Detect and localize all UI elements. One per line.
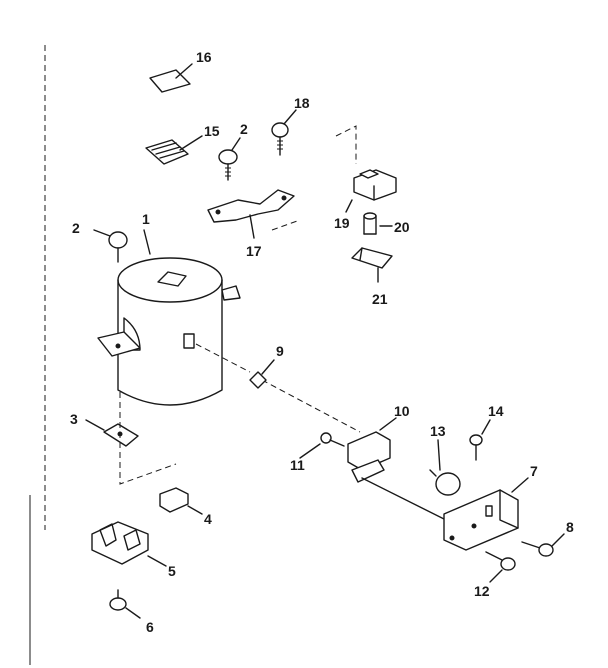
part-16-cover: [149, 63, 193, 93]
label-1: 1: [142, 211, 150, 227]
part-3-bracket: [85, 419, 139, 447]
label-12: 12: [474, 583, 490, 599]
part-2-screw-left: [93, 229, 128, 263]
part-1-tank: [97, 229, 241, 406]
label-13: 13: [430, 423, 446, 439]
label-16: 16: [196, 49, 212, 65]
part-18-screw: [271, 109, 297, 156]
label-5: 5: [168, 563, 176, 579]
part-12-screw: [485, 551, 516, 583]
label-15: 15: [204, 123, 220, 139]
part-9-plate: [249, 359, 275, 389]
label-21: 21: [372, 291, 388, 307]
label-6: 6: [146, 619, 154, 635]
part-20-pin: [363, 212, 393, 235]
part-8-screw: [521, 533, 565, 557]
label-4: 4: [204, 511, 212, 527]
label-7: 7: [530, 463, 538, 479]
part-14-screw: [469, 419, 491, 461]
label-19: 19: [334, 215, 350, 231]
label-10: 10: [394, 403, 410, 419]
part-17-bracket: [207, 189, 295, 239]
part-7-plate: [443, 477, 529, 551]
part-11-screw: [299, 432, 345, 459]
part-5-base: [91, 521, 167, 567]
label-3: 3: [70, 411, 78, 427]
part-13-capacitor: [429, 439, 461, 496]
label-17: 17: [246, 243, 262, 259]
part-19-block: [271, 125, 397, 231]
label-11: 11: [290, 457, 305, 473]
label-20: 20: [394, 219, 410, 235]
part-15-grille: [145, 135, 203, 165]
part-10-switch: [347, 417, 471, 533]
label-2-top: 2: [240, 121, 248, 137]
label-2-left: 2: [72, 220, 80, 236]
part-4-block: [159, 487, 203, 515]
part-6-screw: [109, 589, 141, 619]
label-18: 18: [294, 95, 310, 111]
label-9: 9: [276, 343, 284, 359]
label-14: 14: [488, 403, 504, 419]
part-2-screw-top: [218, 137, 241, 181]
part-21-clip: [351, 247, 393, 283]
label-8: 8: [566, 519, 574, 535]
